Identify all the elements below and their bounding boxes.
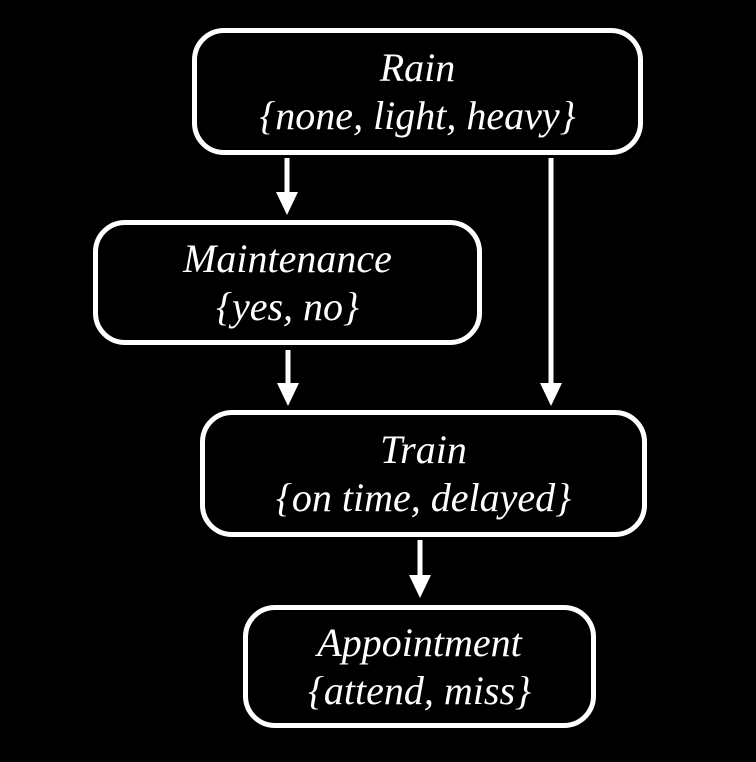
edge-rain-maintenance (276, 158, 298, 215)
node-rain: Rain {none, light, heavy} (192, 28, 643, 155)
node-train-domain: {on time, delayed} (275, 474, 572, 520)
node-appointment-title: Appointment (317, 620, 522, 666)
edge-train-appointment (409, 540, 431, 598)
node-appointment-domain: {attend, miss} (307, 667, 532, 713)
node-maintenance-title: Maintenance (183, 236, 392, 282)
node-maintenance-domain: {yes, no} (215, 283, 360, 329)
node-rain-title: Rain (379, 45, 456, 91)
edge-rain-train (540, 158, 562, 406)
node-appointment: Appointment {attend, miss} (243, 605, 596, 728)
node-rain-domain: {none, light, heavy} (259, 92, 576, 138)
node-train: Train {on time, delayed} (200, 410, 647, 537)
node-train-title: Train (380, 427, 467, 473)
edge-maintenance-train (277, 350, 299, 406)
node-maintenance: Maintenance {yes, no} (93, 220, 482, 345)
